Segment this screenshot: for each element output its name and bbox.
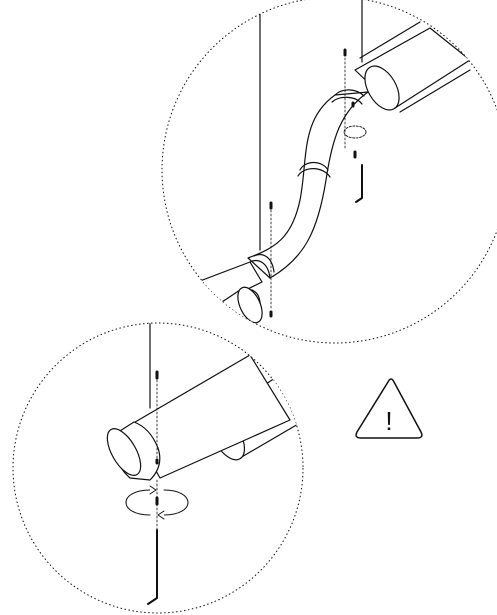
curved-connector [247,91,369,279]
hex-key-icon [355,164,363,203]
rail-end [364,65,400,111]
hex-key-icon [147,529,158,605]
detail-circle-bottom [12,322,304,614]
warning-symbol: ! [385,406,392,436]
rotate-arrows-icon [343,125,367,139]
warning-triangle-icon: ! [355,378,423,439]
detail-circle-top [161,0,497,344]
rotate-arrows-icon [125,485,189,520]
